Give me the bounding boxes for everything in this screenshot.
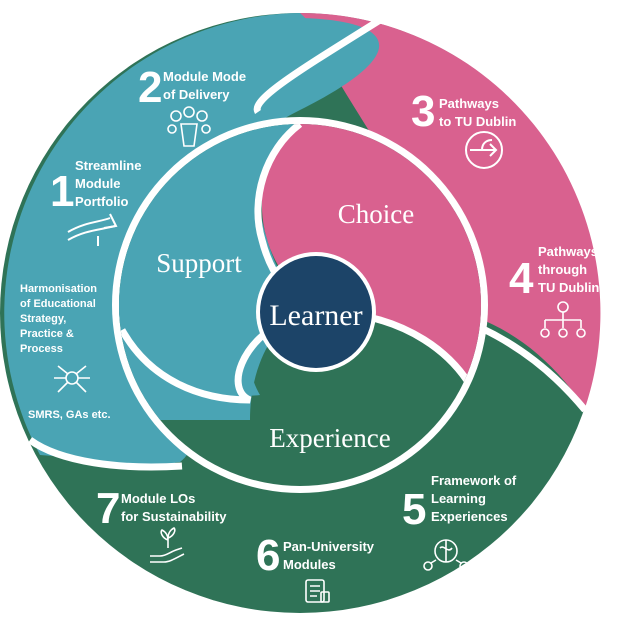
item-6: 6 Pan-University Modules	[256, 531, 375, 603]
harmonisation-line-3: Strategy,	[20, 313, 66, 325]
item-1: 1 Streamline Module Portfolio	[50, 158, 141, 246]
center-circle	[260, 256, 372, 368]
center-label: Learner	[269, 299, 362, 332]
item-6-number: 6	[256, 531, 280, 580]
item-3-line-1: Pathways	[439, 96, 499, 111]
item-4-number: 4	[509, 254, 534, 303]
outer-teal-zone-fill	[18, 18, 380, 465]
separator-teal-pink	[253, 17, 382, 114]
zone-label-choice: Choice	[338, 199, 414, 229]
pathway-enter-icon	[465, 131, 503, 169]
harmonisation-line-2: of Educational	[20, 298, 96, 310]
collaboration-hands-icon	[54, 365, 90, 393]
item-4-line-1: Pathways	[538, 244, 598, 259]
item-4-line-2: through	[538, 262, 587, 277]
item-5-line-3: Experiences	[431, 509, 508, 524]
item-5-number: 5	[402, 485, 426, 534]
delivery-devices-icon	[167, 106, 211, 147]
harmonisation-line-1: Harmonisation	[20, 283, 97, 295]
item-6-line-2: Modules	[283, 557, 336, 572]
item-7: 7 Module LOs for Sustainability	[96, 484, 227, 563]
item-1-line-2: Module	[75, 176, 121, 191]
hierarchy-tree-icon	[540, 301, 586, 338]
item-7-number: 7	[96, 484, 120, 533]
item-5-line-1: Framework of	[431, 473, 517, 488]
learning-brain-icon	[423, 539, 469, 571]
item-7-line-2: for Sustainability	[121, 509, 227, 524]
separator-teal-green	[27, 437, 183, 471]
harmonisation-line-5: Process	[20, 343, 63, 355]
item-4: 4 Pathways through TU Dublin	[509, 244, 599, 338]
zone-label-experience: Experience	[269, 423, 390, 453]
item-1-number: 1	[50, 167, 74, 216]
item-2-number: 2	[138, 63, 162, 112]
item-5: 5 Framework of Learning Experiences	[402, 473, 517, 571]
item-5-line-2: Learning	[431, 491, 486, 506]
document-modules-icon	[305, 579, 330, 603]
inner-teal-zone-lower	[119, 300, 300, 396]
harmonisation-footer: SMRS, GAs etc.	[28, 409, 111, 421]
item-2-line-1: Module Mode	[163, 69, 246, 84]
item-3-line-2: to TU Dublin	[439, 114, 516, 129]
inner-swirl	[119, 124, 481, 486]
item-3: 3 Pathways to TU Dublin	[411, 87, 516, 169]
item-6-line-1: Pan-University	[283, 539, 375, 554]
harmonisation-block: Harmonisation of Educational Strategy, P…	[20, 283, 111, 421]
hand-plant-icon	[150, 527, 185, 563]
item-3-number: 3	[411, 87, 435, 136]
item-2-line-2: of Delivery	[163, 87, 230, 102]
item-4-line-3: TU Dublin	[538, 280, 599, 295]
item-1-line-3: Portfolio	[75, 194, 128, 209]
harmonisation-line-4: Practice &	[20, 328, 74, 340]
inner-swirl-line-left	[119, 314, 292, 404]
zone-label-support: Support	[156, 248, 242, 278]
item-1-line-1: Streamline	[75, 158, 141, 173]
item-2: 2 Module Mode of Delivery	[138, 63, 246, 147]
streamline-arrows-icon	[67, 213, 118, 246]
item-7-line-1: Module LOs	[121, 491, 195, 506]
